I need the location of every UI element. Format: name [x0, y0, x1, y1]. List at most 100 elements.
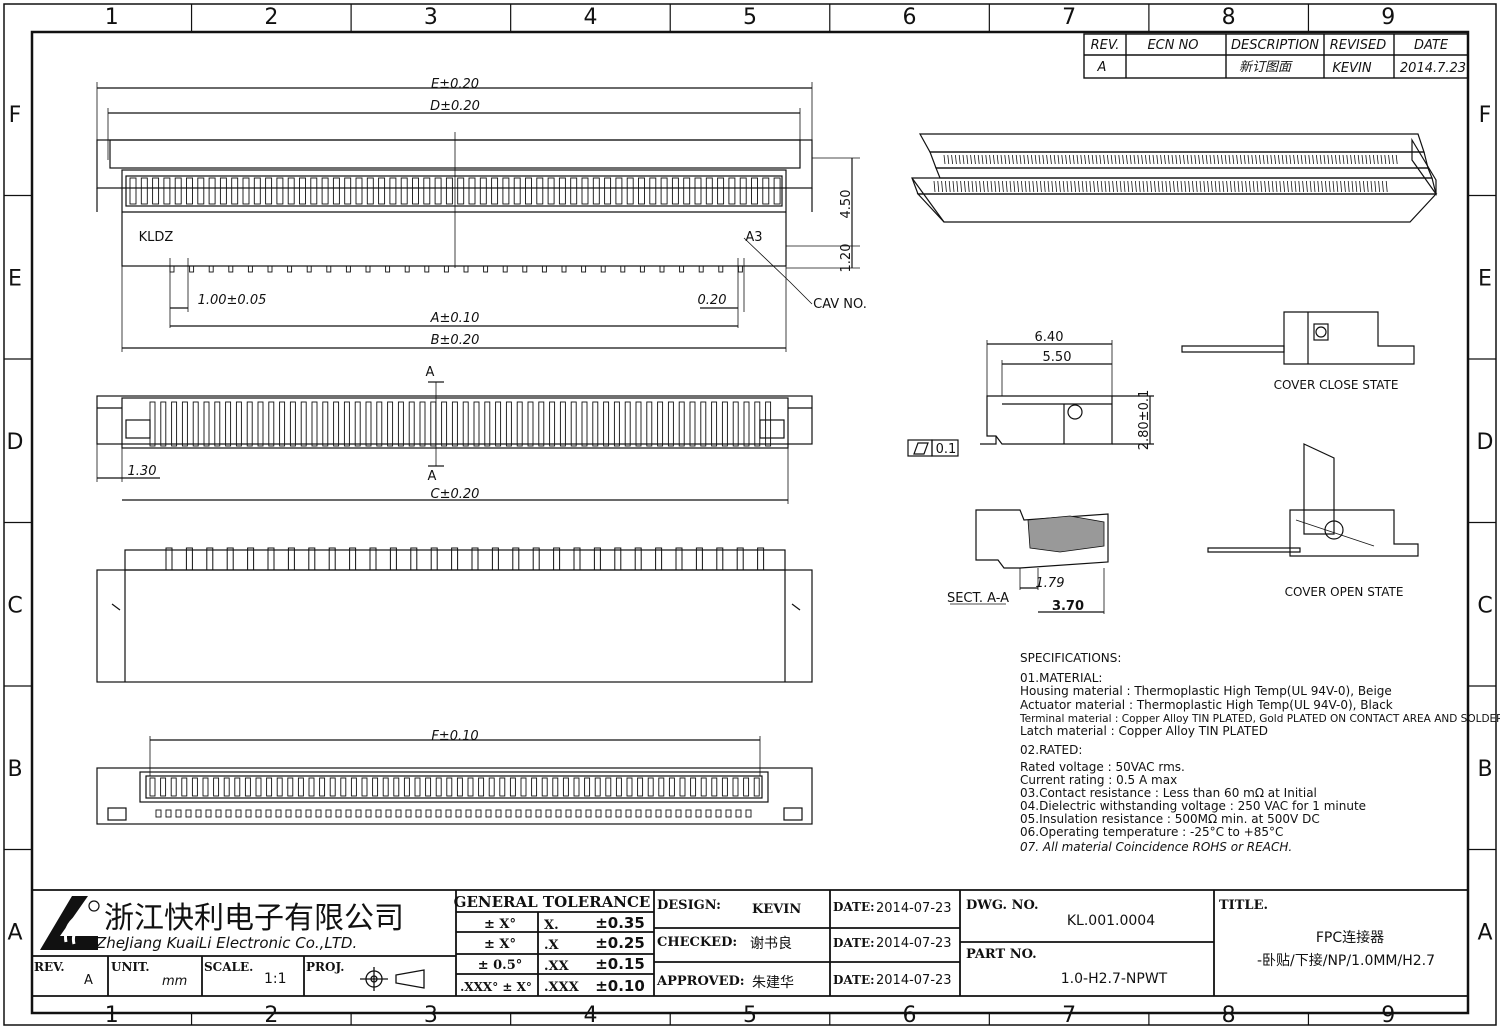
- title-block: [32, 889, 1468, 997]
- bottom-contact: [753, 777, 760, 797]
- iso-lower-contact: [1325, 180, 1327, 193]
- front-contact: [657, 401, 664, 447]
- top-contact: [332, 177, 340, 205]
- title-line-1: FPC连接器: [1316, 929, 1384, 946]
- bottom-contact: [594, 777, 601, 797]
- spec-line-3: Actuator material : Thermoplastic High T…: [1020, 698, 1393, 712]
- iso-lower-contact: [1002, 180, 1004, 193]
- iso-lower-contact: [1279, 180, 1282, 193]
- bottom-contact: [531, 777, 538, 797]
- iso-upper-contact: [1084, 154, 1086, 165]
- iso-lower-contact: [1218, 180, 1221, 193]
- top-contact: [525, 177, 532, 205]
- iso-lower-contact: [1355, 180, 1358, 193]
- tolerance-title: GENERAL TOLERANCE: [454, 893, 651, 911]
- title-label: TITLE.: [1219, 898, 1268, 913]
- iso-upper-contact: [1088, 154, 1090, 165]
- front-contact: [430, 401, 437, 447]
- iso-upper-contact: [1327, 154, 1330, 165]
- iso-lower-contact: [1366, 180, 1369, 193]
- bottom-solder-pad: [445, 809, 452, 818]
- top-contact: [344, 177, 352, 205]
- iso-upper-contact: [1213, 154, 1216, 165]
- rear-latch-tab: [675, 547, 683, 571]
- iso-lower-contact: [1062, 180, 1065, 193]
- top-contact: [378, 177, 386, 205]
- iso-upper-contact: [970, 154, 972, 165]
- iso-lower-contact: [1074, 180, 1076, 193]
- date-label-3: DATE:: [833, 973, 875, 987]
- iso-lower-contact: [1317, 180, 1320, 193]
- top-contact: [208, 177, 216, 205]
- iso-upper-contact: [1152, 154, 1155, 165]
- rear-latch-tab: [451, 547, 459, 571]
- rear-latch-tab: [655, 547, 663, 571]
- bottom-contact: [562, 777, 569, 797]
- iso-upper-contact: [1148, 154, 1151, 165]
- flatness-value: 0.1: [936, 442, 957, 457]
- top-contact: [751, 177, 758, 205]
- label-a3: A3: [745, 230, 762, 245]
- top-solder-tail: [698, 265, 704, 273]
- grid-column-label: 5: [743, 5, 757, 30]
- iso-lower-contact: [1328, 180, 1331, 193]
- iso-lower-contact: [1214, 180, 1217, 193]
- grid-row-label: F: [9, 103, 22, 128]
- bottom-contact: [658, 777, 665, 797]
- iso-upper-contact: [1228, 154, 1231, 165]
- iso-lower-contact: [1260, 180, 1263, 193]
- top-contact: [705, 177, 713, 205]
- iso-upper-contact: [1072, 154, 1075, 165]
- cover-close-view: [1181, 311, 1415, 365]
- iso-upper-contact: [1095, 154, 1098, 165]
- bottom-solder-pad: [475, 809, 482, 818]
- front-contact: [441, 401, 448, 447]
- iso-lower-contact: [1146, 180, 1149, 193]
- iso-upper-contact: [1076, 154, 1079, 165]
- date-label-1: DATE:: [833, 900, 875, 914]
- bottom-solder-pad: [155, 809, 162, 818]
- bottom-solder-pad: [715, 809, 722, 818]
- rear-latch-tab: [430, 547, 438, 571]
- front-contact: [743, 401, 750, 447]
- iso-lower-contact: [1294, 180, 1297, 193]
- rear-latch-tab: [736, 547, 744, 571]
- rear-latch-tab: [308, 547, 316, 571]
- bottom-solder-pad: [515, 809, 522, 818]
- dim-b: B±0.20: [431, 333, 480, 348]
- top-contact: [434, 177, 442, 205]
- iso-upper-contact: [1164, 154, 1166, 165]
- iso-upper-contact: [1050, 154, 1052, 165]
- iso-upper-contact: [1042, 154, 1045, 165]
- iso-lower-contact: [1302, 180, 1304, 193]
- iso-lower-contact: [1043, 180, 1046, 193]
- cover-close-label: COVER CLOSE STATE: [1274, 378, 1399, 392]
- grid-row-label: D: [1477, 430, 1494, 455]
- top-solder-tail: [679, 265, 685, 273]
- iso-upper-contact: [1331, 154, 1333, 165]
- dim-1-79: 1.79: [1036, 576, 1065, 591]
- bottom-contact: [467, 777, 474, 797]
- front-contact: [754, 401, 761, 447]
- iso-lower-contact: [1009, 180, 1012, 193]
- date-value-2: 2014-07-23: [876, 936, 952, 951]
- front-contact: [246, 401, 253, 447]
- cover-open-view: [1207, 443, 1419, 557]
- section-mark-bottom: A: [428, 469, 437, 484]
- dim-5-50: 5.50: [1043, 350, 1072, 365]
- bottom-solder-pad: [735, 809, 742, 818]
- front-contact: [592, 401, 599, 447]
- top-contact: [762, 177, 770, 205]
- bottom-contact: [520, 777, 527, 797]
- iso-upper-contact: [1308, 154, 1311, 165]
- rear-latch-tab: [349, 547, 357, 571]
- bottom-solder-pad: [385, 809, 392, 818]
- tol-value-1: ±0.35: [595, 914, 645, 932]
- bottom-solder-pad: [555, 809, 562, 818]
- iso-upper-contact: [1384, 154, 1387, 165]
- iso-upper-contact: [947, 154, 950, 165]
- front-contact: [613, 401, 620, 447]
- front-contact: [376, 401, 383, 447]
- part-value: 1.0-H2.7-NPWT: [1061, 971, 1168, 987]
